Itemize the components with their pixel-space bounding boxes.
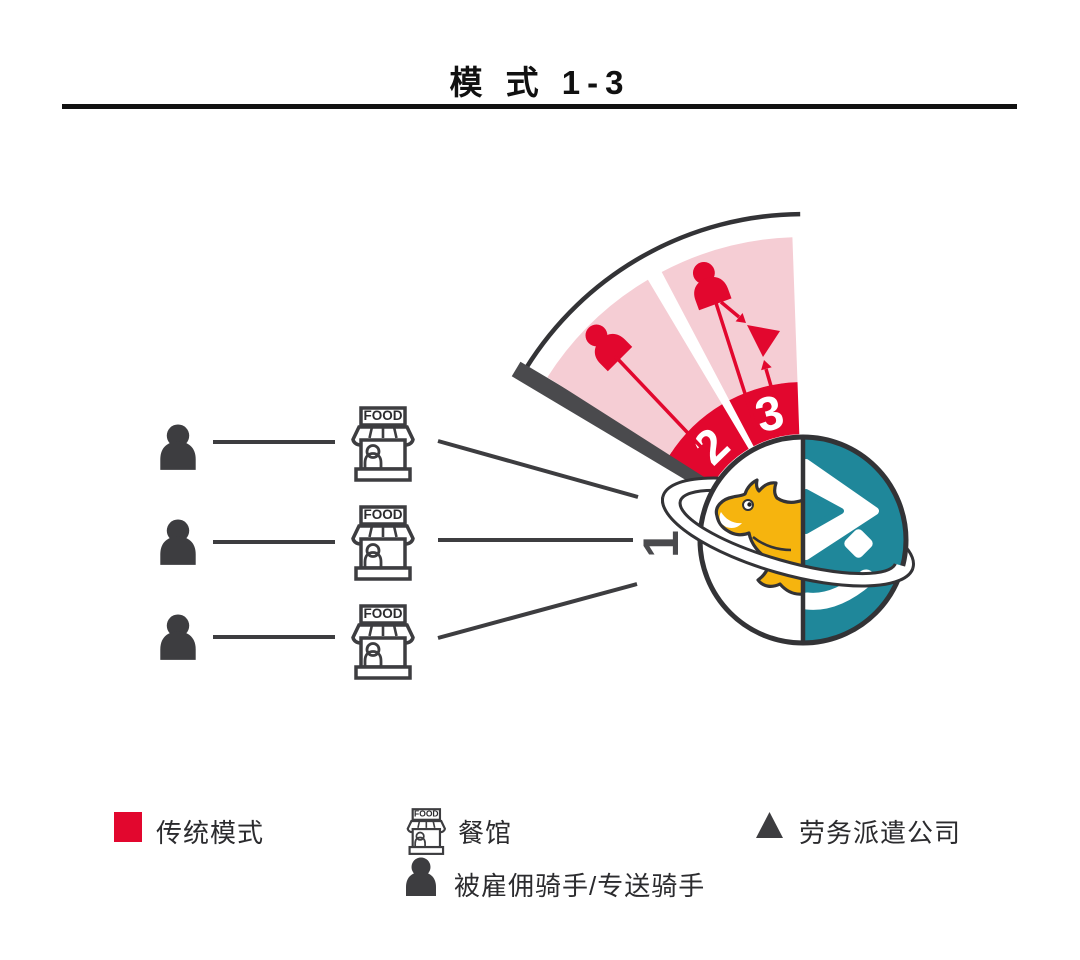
legend-dispatch-label: 劳务派遣公司 — [799, 818, 962, 848]
legend-restaurant-label: 餐馆 — [458, 818, 513, 848]
fan-sector-2: 2 — [547, 279, 749, 483]
fan-left-edge-bar — [511, 361, 712, 491]
rider-to-platform-line-2 — [613, 354, 705, 451]
rider-icon-row3 — [160, 614, 196, 660]
legend-dispatch-triangle-icon — [756, 812, 783, 838]
fan-outer-arc — [524, 211, 801, 370]
mode-1-rows: FOOD FOOD FOOD 1 — [160, 406, 689, 680]
restaurant-sign-row2: FOOD — [364, 507, 403, 522]
legend-traditional-label: 传统模式 — [156, 818, 265, 848]
dispatch-company-triangle — [747, 325, 780, 357]
legend-rider-icon — [406, 857, 436, 896]
restaurant-sign-row1: FOOD — [364, 408, 403, 423]
platform-logo — [697, 434, 909, 646]
logo-teal-cutouts — [798, 459, 879, 610]
mode-1-number: 1 — [633, 530, 689, 558]
legend-restaurant-sign: FOOD — [414, 809, 439, 819]
page-title: 模 式 1-3 — [449, 64, 631, 101]
fan-modes-2-3: 2 3 — [511, 211, 801, 491]
rider-icon-row1 — [160, 424, 196, 470]
legend-traditional-swatch — [114, 812, 142, 842]
fan-sector-3: 3 — [661, 237, 800, 447]
legend-rider-label: 被雇佣骑手/专送骑手 — [454, 871, 706, 901]
platform-to-dispatch-arrow — [761, 360, 775, 394]
legend-icons: FOOD — [114, 808, 783, 896]
title-divider-line — [62, 104, 1017, 109]
restaurant-platform-line-row1 — [437, 439, 639, 499]
restaurant-sign-row3: FOOD — [364, 606, 403, 621]
rider-to-dispatch-arrow — [719, 300, 746, 323]
legend-restaurant-icon: FOOD — [406, 808, 447, 855]
rider-to-platform-line-3 — [714, 302, 758, 429]
rider-icon-row2 — [160, 519, 196, 565]
restaurant-platform-line-row3 — [437, 582, 638, 640]
